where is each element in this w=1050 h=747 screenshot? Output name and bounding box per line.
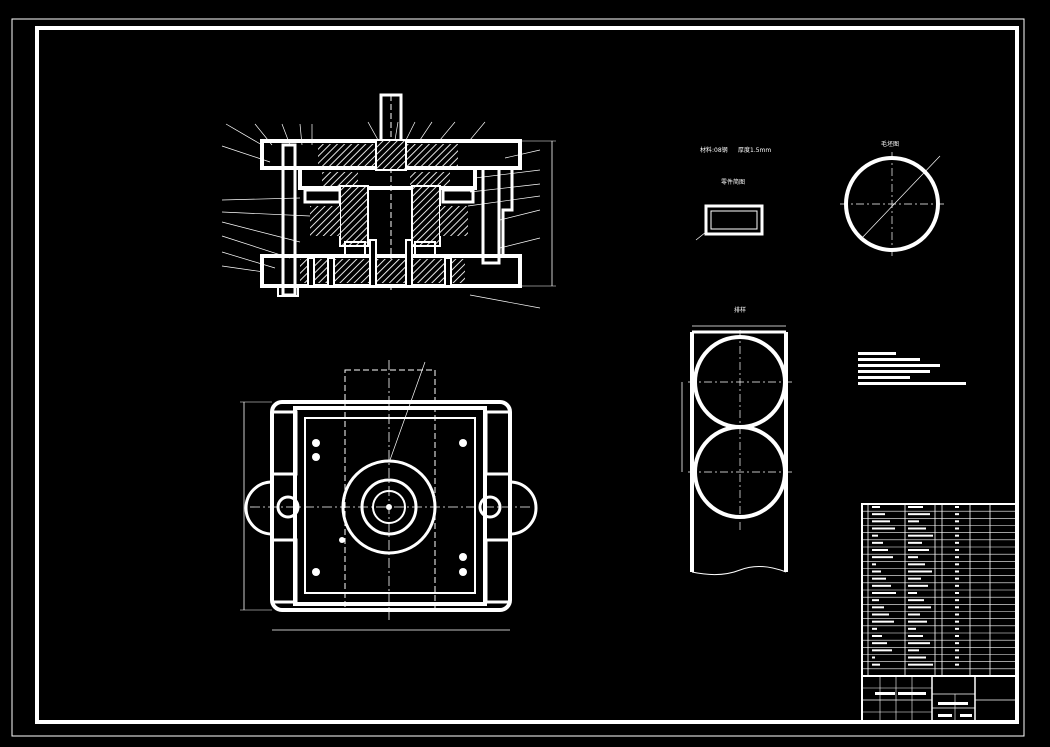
parts-row-text-mark <box>908 627 916 630</box>
parts-list-table <box>861 503 1017 723</box>
blank-label: 毛坯图 <box>881 140 899 148</box>
assembly-section-view <box>221 93 556 309</box>
parts-row-text-mark <box>872 599 879 602</box>
parts-row-text-mark <box>908 620 927 623</box>
parts-row-text-mark <box>908 527 926 530</box>
parts-row-text-mark <box>955 506 959 508</box>
parts-row-text-mark <box>955 642 959 645</box>
parts-row-text-mark <box>908 520 919 523</box>
parts-row-text-mark <box>955 541 959 544</box>
parts-row-text-mark <box>955 606 959 609</box>
parts-row-text-mark <box>955 627 959 630</box>
parts-row-text-mark <box>908 563 925 566</box>
parts-row-text-mark <box>872 635 882 637</box>
thickness-note: 厚度1.5mm <box>738 146 771 154</box>
parts-row-text-mark <box>955 520 959 523</box>
title-block <box>862 676 1016 722</box>
parts-row-text-mark <box>908 606 931 609</box>
parts-row-text-mark <box>872 642 887 645</box>
parts-row-text-mark <box>908 513 930 516</box>
parts-row-text-mark <box>872 606 884 609</box>
parts-row-text-mark <box>872 577 886 580</box>
parts-row-text-mark <box>955 663 959 666</box>
parts-row-text-mark <box>908 656 926 659</box>
parts-row-text-mark <box>908 584 928 587</box>
parts-row-text-mark <box>955 527 959 530</box>
parts-row-text-mark <box>872 527 895 530</box>
parts-row-text-mark <box>955 599 959 602</box>
sheet-border <box>11 18 1025 737</box>
parts-row-text-mark <box>955 656 959 659</box>
parts-row-text-mark <box>872 620 894 623</box>
parts-row-text-mark <box>955 563 959 566</box>
parts-row-text-mark <box>908 556 918 559</box>
parts-row-text-mark <box>908 506 923 508</box>
parts-row-text-mark <box>908 649 919 652</box>
parts-row-text-mark <box>955 534 959 537</box>
parts-row-text-mark <box>872 592 896 594</box>
parts-row-text-mark <box>955 577 959 580</box>
parts-row-text-mark <box>908 663 933 666</box>
parts-row-text-mark <box>955 613 959 616</box>
blank-view: 毛坯图 <box>840 140 944 256</box>
parts-row-text-mark <box>955 556 959 559</box>
parts-row-text-mark <box>955 649 959 652</box>
strip-layout-view: 排样 <box>681 306 792 576</box>
parts-row-text-mark <box>955 635 959 637</box>
part-sketch-label: 零件简图 <box>721 178 745 186</box>
parts-row-text-mark <box>872 584 891 587</box>
parts-row-text-mark <box>908 541 922 544</box>
technical-notes <box>858 352 966 385</box>
lower-die-plate <box>260 254 522 288</box>
parts-row-text-mark <box>872 556 893 559</box>
parts-row-text-mark <box>872 549 888 551</box>
part-sketch: 材料:08钢 厚度1.5mm 零件简图 <box>695 146 771 241</box>
parts-row-text-mark <box>872 563 876 566</box>
parts-row-text-mark <box>872 649 892 652</box>
parts-row-text-mark <box>872 627 877 630</box>
parts-row-text-mark <box>908 613 920 616</box>
parts-row-text-mark <box>908 534 933 537</box>
parts-row-text-mark <box>908 549 929 551</box>
assembly-plan-view <box>240 360 538 631</box>
material-note: 材料:08钢 <box>700 146 728 154</box>
parts-row-text-mark <box>872 513 885 516</box>
parts-row-text-mark <box>908 577 921 580</box>
layout-label: 排样 <box>734 306 746 314</box>
parts-row-text-mark <box>908 635 923 637</box>
parts-row-text-mark <box>872 520 890 523</box>
parts-row-text-mark <box>955 592 959 594</box>
parts-row-text-mark <box>872 656 875 659</box>
parts-row-text-mark <box>955 549 959 551</box>
parts-row-text-mark <box>872 613 889 616</box>
parts-row-text-mark <box>872 541 883 544</box>
parts-row-text-mark <box>908 599 924 602</box>
parts-row-text-mark <box>872 506 880 508</box>
parts-row-text-mark <box>955 584 959 587</box>
parts-row-text-mark <box>908 570 932 573</box>
parts-row-text-mark <box>908 642 930 645</box>
parts-row-text-mark <box>872 663 880 666</box>
parts-row-text-mark <box>955 513 959 516</box>
parts-row-text-mark <box>872 534 878 537</box>
parts-row-text-mark <box>872 570 881 573</box>
parts-row-text-mark <box>908 592 917 594</box>
parts-row-text-mark <box>955 620 959 623</box>
parts-row-text-mark <box>955 570 959 573</box>
